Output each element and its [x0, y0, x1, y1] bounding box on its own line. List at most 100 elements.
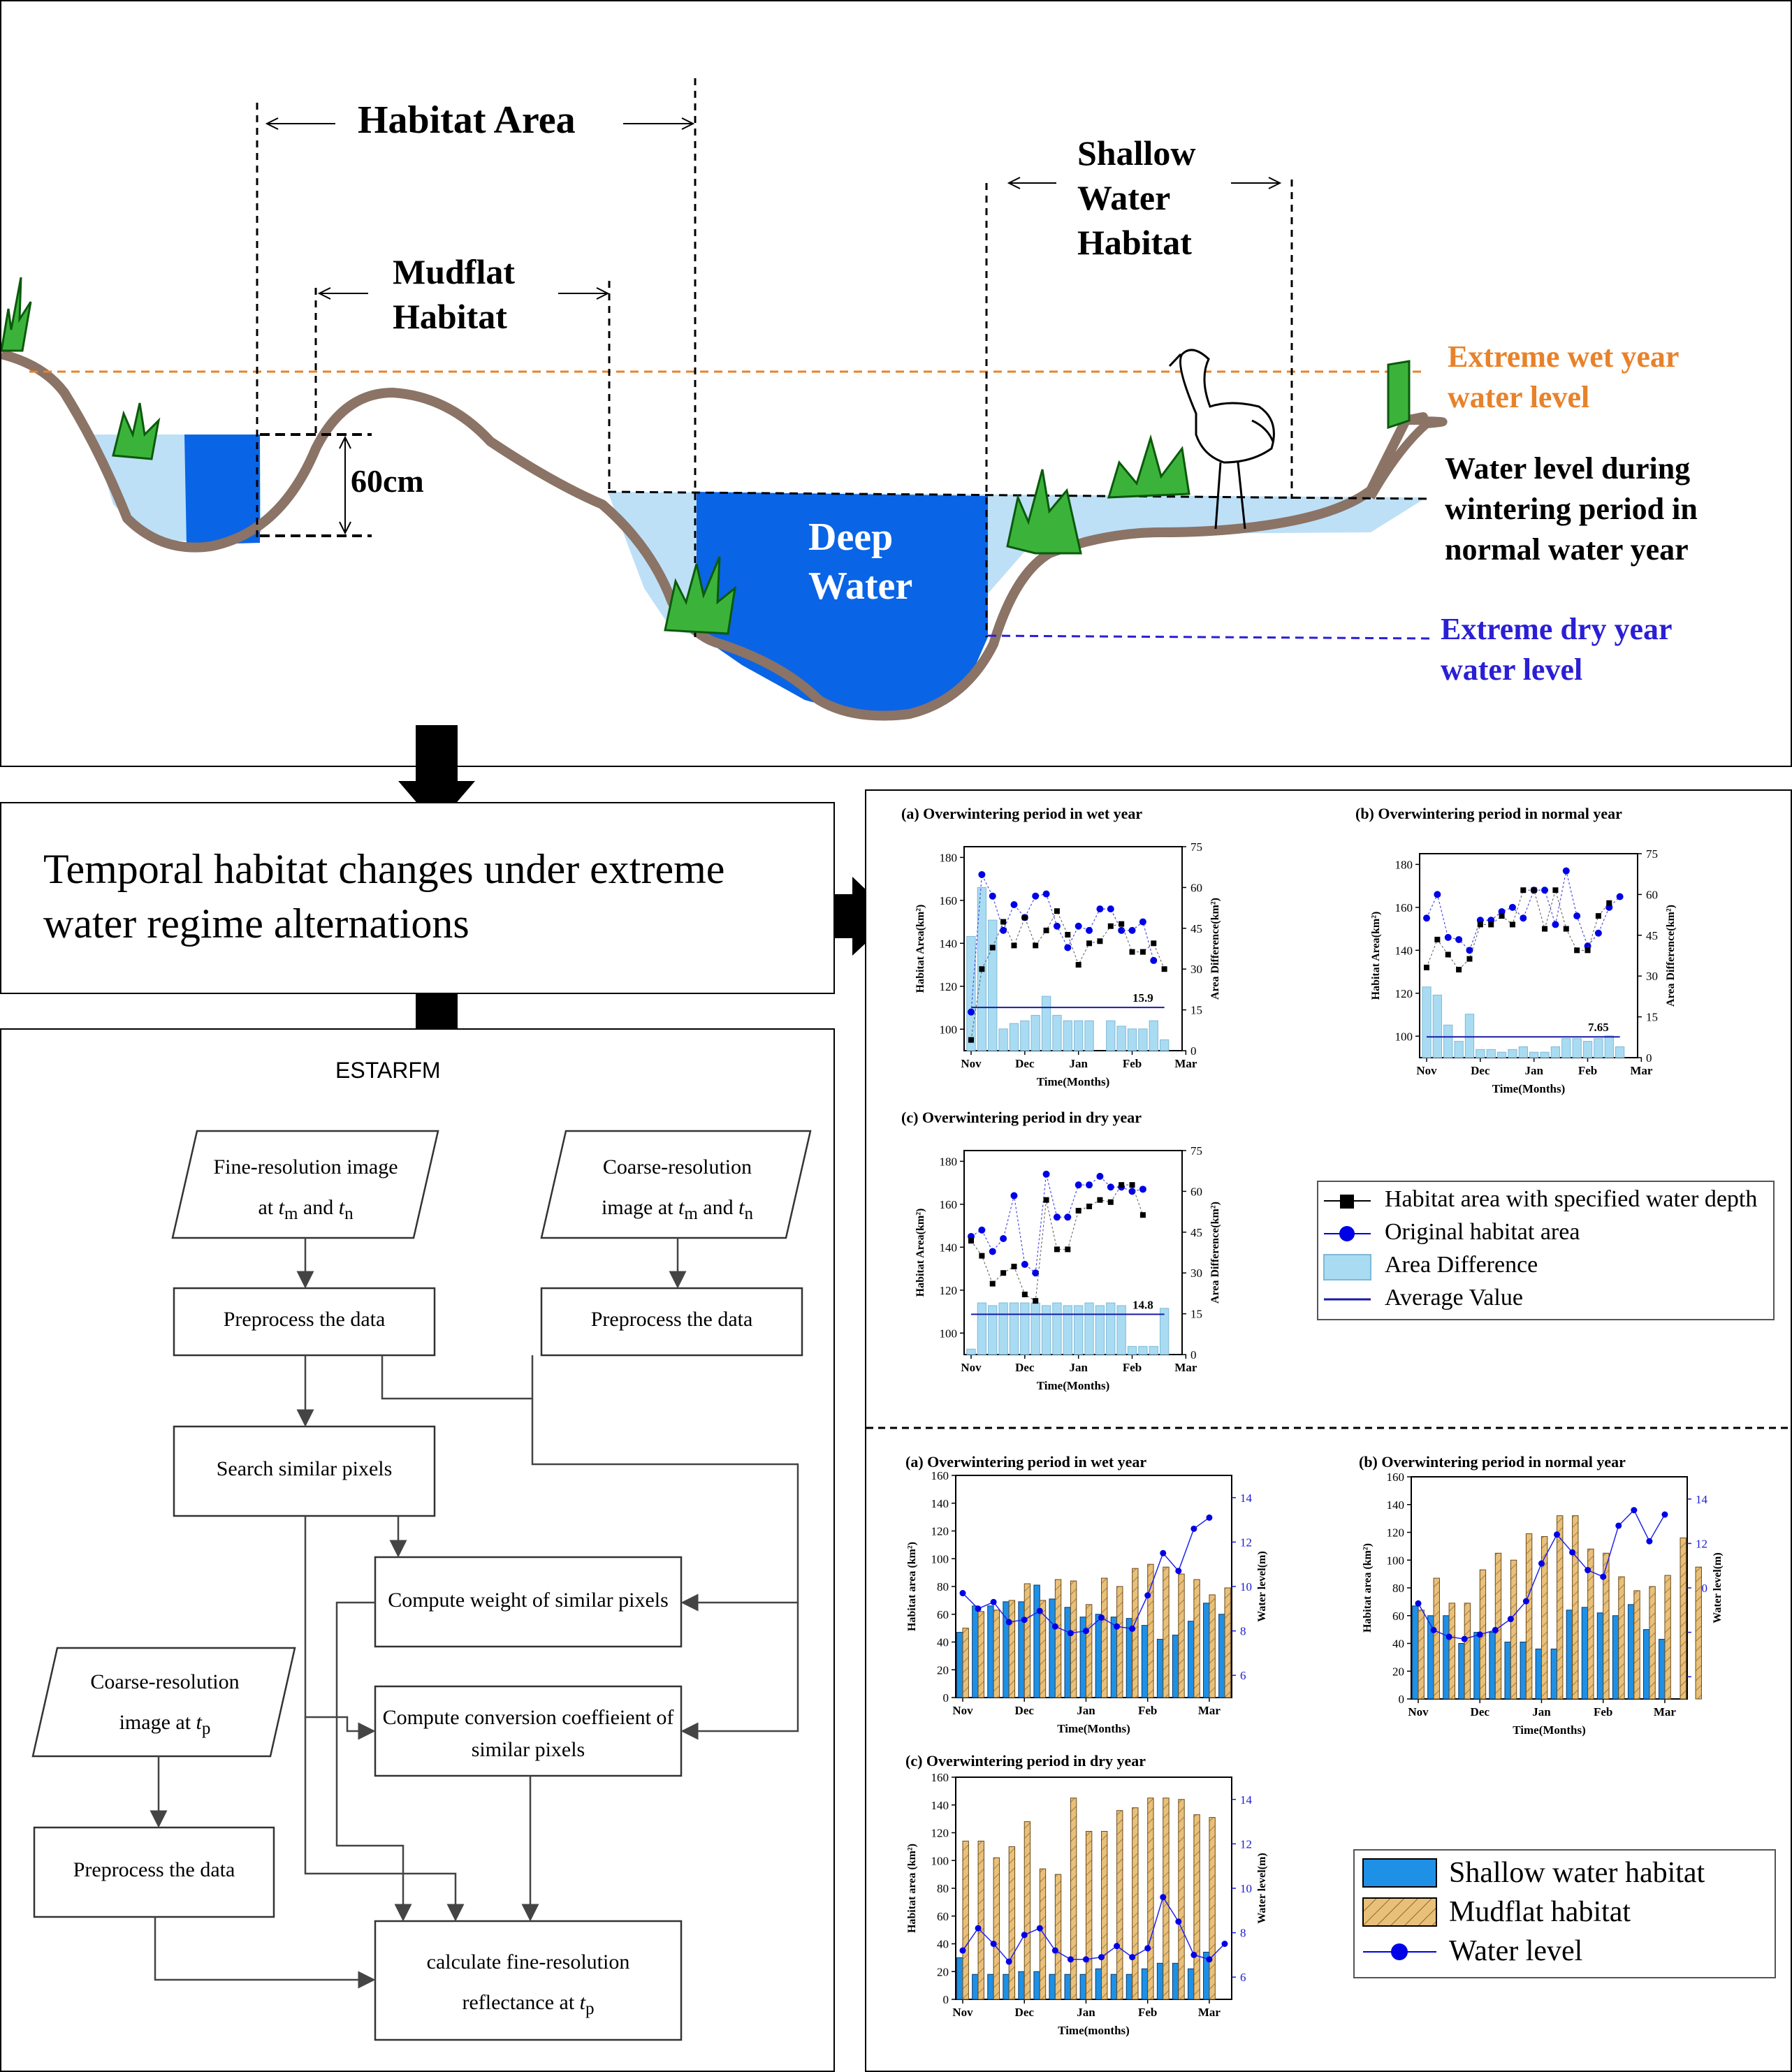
- x-tick-label: Jan: [1077, 2006, 1095, 2019]
- specified-point: [979, 1253, 985, 1259]
- mudflat-bar: [1633, 1590, 1640, 1700]
- water-level-point: [959, 1590, 966, 1597]
- specified-point: [1488, 921, 1494, 928]
- shallow-bar: [1018, 1601, 1025, 1698]
- y-tick-label: 180: [940, 1155, 958, 1168]
- y-tick-label: 100: [931, 1552, 949, 1566]
- area-diff-bar: [1020, 1020, 1030, 1051]
- shallow-bar: [1126, 1973, 1133, 2000]
- shallow-bar: [1489, 1632, 1496, 1700]
- shallow-bar: [1188, 1621, 1195, 1698]
- y2-tick-label: 6: [1240, 1971, 1246, 1984]
- water-level-point: [1098, 1954, 1105, 1961]
- area-diff-bar: [1030, 1302, 1040, 1355]
- mudflat-bar: [1054, 1579, 1062, 1698]
- specified-point: [1065, 932, 1071, 938]
- temporal-habitat-box: Temporal habitat changes under extreme w…: [0, 802, 835, 994]
- shallow-bar: [1049, 1973, 1056, 2000]
- mudflat-bar: [1510, 1559, 1517, 1700]
- shallow-bar: [1612, 1615, 1619, 1700]
- area-diff-bar: [1615, 1046, 1625, 1058]
- shallow-bar: [1064, 1973, 1071, 2000]
- shallow-bar: [1188, 1968, 1195, 2000]
- specified-point: [1075, 1208, 1081, 1214]
- mudflat-bar: [1618, 1576, 1625, 1700]
- shallow-bar: [1218, 1614, 1225, 1698]
- terrain-bank-right: [1367, 416, 1448, 499]
- x-tick-label: Nov: [952, 2006, 973, 2019]
- legend-area-swatches: [1323, 1195, 1371, 1301]
- x-tick-label: Jan: [1532, 1705, 1551, 1719]
- mudflat-bar: [1008, 1846, 1016, 2000]
- y2-tick-label: 30: [1646, 970, 1658, 983]
- original-point: [1520, 914, 1527, 922]
- chart-4: (b) Overwintering period in normal year0…: [1359, 1453, 1724, 1737]
- normal-wintering-label: Water level during wintering period in n…: [1445, 451, 1698, 567]
- shallow-bar: [1033, 1971, 1040, 2000]
- original-point: [1118, 926, 1126, 934]
- x-tick-label: Dec: [1015, 1057, 1035, 1070]
- y2-tick-label: 60: [1190, 881, 1202, 894]
- shallow-bar: [1412, 1605, 1419, 1700]
- water-level-point: [1445, 1633, 1452, 1640]
- y-tick-label: 140: [931, 1799, 949, 1812]
- mudflat-bar: [1209, 1817, 1216, 2000]
- area-diff-bar: [1138, 1028, 1148, 1051]
- original-point: [1139, 918, 1146, 926]
- y2-axis-label: Area Difference(km²): [1209, 898, 1221, 1000]
- specified-point: [1585, 947, 1591, 954]
- area-diff-bar: [1529, 1051, 1539, 1058]
- area-diff-bar: [1009, 1302, 1019, 1355]
- specified-point: [1139, 949, 1146, 955]
- mudflat-bar: [1039, 1868, 1047, 2000]
- area-diff-bar: [1127, 1028, 1137, 1051]
- chart-0: (a) Overwintering period in wet year1001…: [901, 805, 1221, 1088]
- area-diff-bar: [1074, 1305, 1084, 1355]
- original-point: [1075, 1181, 1082, 1189]
- x-tick-label: Dec: [1015, 2006, 1035, 2019]
- rect-preprocess-3: [33, 1826, 275, 1918]
- area-diff-bar: [998, 1302, 1008, 1355]
- legend-original: Original habitat area: [1385, 1219, 1580, 1245]
- x-tick-label: Mar: [1174, 1057, 1197, 1070]
- y2-tick-label: 75: [1190, 840, 1202, 854]
- x-tick-label: Feb: [1123, 1361, 1142, 1374]
- shallow-bar: [1473, 1632, 1480, 1700]
- y-tick-label: 80: [1392, 1582, 1404, 1595]
- area-diff-bar: [966, 935, 976, 1051]
- water-level-point: [1051, 1623, 1058, 1630]
- area-diff-bar: [1095, 1305, 1105, 1355]
- specified-point: [1086, 1203, 1093, 1209]
- x-tick-label: Jan: [1069, 1361, 1088, 1374]
- mudflat-bar: [1587, 1548, 1594, 1700]
- specified-point: [1595, 913, 1601, 919]
- y-tick-label: 160: [1387, 1471, 1405, 1484]
- shallow-bar: [1095, 1614, 1102, 1698]
- parallelogram-coarse-mn: [540, 1130, 812, 1239]
- specified-point: [968, 1037, 974, 1043]
- legend-average: Average Value: [1385, 1285, 1523, 1311]
- original-point: [1444, 933, 1452, 941]
- shallow-bar: [1504, 1642, 1511, 1700]
- mudflat-bar: [1024, 1821, 1031, 2000]
- specified-line: [970, 1184, 1144, 1301]
- cross-section-drawing: [1, 78, 1448, 721]
- y-axis-label: Habitat area (km²): [1362, 1543, 1374, 1633]
- water-level-point: [1005, 1958, 1012, 1965]
- mudflat-bar: [1680, 1537, 1687, 1700]
- search-node: Search similar pixels: [216, 1457, 393, 1480]
- specified-point: [1119, 1182, 1125, 1188]
- area-diff-bar: [966, 1348, 976, 1355]
- mudflat-bar: [1101, 1577, 1108, 1698]
- y-axis-label: Habitat Area(km²): [915, 905, 926, 993]
- water-level-point: [1160, 1549, 1167, 1556]
- shallow-bar: [1079, 1973, 1086, 2000]
- original-point: [1455, 935, 1463, 943]
- chart-3: (a) Overwintering period in wet year0204…: [905, 1453, 1268, 1735]
- x-tick-label: Dec: [1471, 1064, 1490, 1077]
- mudflat-bar: [1070, 1580, 1077, 1698]
- y-tick-label: 120: [1395, 987, 1413, 1000]
- y2-tick-label: 0: [1190, 1348, 1197, 1362]
- plot-frame: [963, 1150, 1183, 1355]
- water-level-point: [1522, 1598, 1529, 1605]
